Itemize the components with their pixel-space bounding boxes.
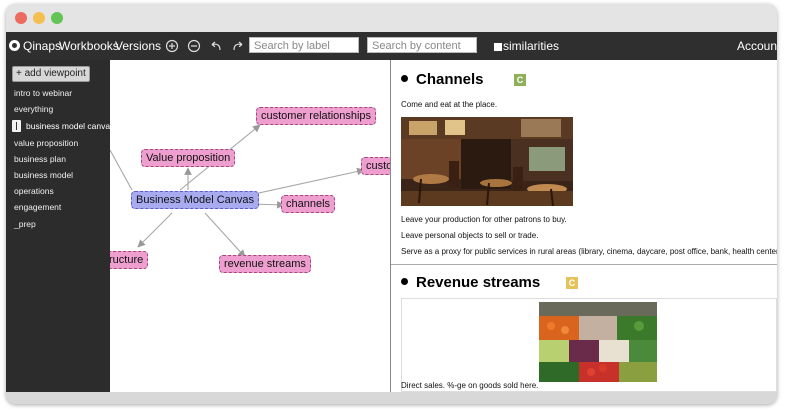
close-window-button[interactable]	[15, 12, 27, 24]
concept-graph-canvas[interactable]: customer relationships Value proposition…	[110, 60, 390, 392]
channels-c-badge[interactable]: C	[514, 74, 526, 86]
sidebar-item-everything[interactable]: everything	[14, 104, 54, 114]
brand-menu[interactable]: Qinaps	[23, 39, 62, 53]
sidebar-item-business-model-canvas[interactable]: business model canvas	[26, 121, 115, 131]
channels-paragraph-3: Leave personal objects to sell or trade.	[401, 231, 539, 240]
channels-paragraph-1: Come and eat at the place.	[401, 100, 498, 109]
zoom-window-button[interactable]	[51, 12, 63, 24]
edge-offscreen-left	[110, 149, 133, 191]
node-revenue-streams[interactable]: revenue streams	[219, 255, 311, 273]
sidebar-item-intro-to-webinar[interactable]: intro to webinar	[14, 88, 73, 98]
add-viewpoint-button[interactable]: + add viewpoint	[12, 66, 90, 82]
section-heading-channels: Channels	[401, 71, 484, 88]
node-infrastructure[interactable]: ructure	[110, 251, 149, 269]
document-pane: Channels C Come and eat at the place.	[391, 60, 777, 392]
section-heading-revenue-streams: Revenue streams	[401, 274, 540, 291]
search-by-content-input[interactable]: Search by content	[367, 37, 477, 53]
node-channels[interactable]: channels	[281, 195, 336, 213]
app-window: Qinaps Workbooks Versions Search by labe…	[6, 4, 777, 404]
revenue-c-badge[interactable]: C	[566, 277, 578, 289]
active-viewpoint-marker-icon	[12, 120, 21, 132]
minimize-window-button[interactable]	[33, 12, 45, 24]
sidebar-item-engagement[interactable]: engagement	[14, 202, 62, 212]
edge-infrastructure	[137, 212, 173, 248]
revenue-paragraph-1: Direct sales. %-ge on goods sold here.	[401, 381, 539, 390]
similarities-label: similarities	[503, 39, 560, 53]
node-customer-relationships[interactable]: customer relationships	[256, 107, 377, 125]
channels-paragraph-2: Leave your production for other patrons …	[401, 215, 567, 224]
account-menu[interactable]: Account	[737, 39, 777, 53]
vegetable-market-image	[539, 302, 657, 382]
title-bar	[6, 4, 777, 32]
sidebar-item-operations[interactable]: operations	[14, 186, 54, 196]
plus-circle-icon[interactable]	[165, 39, 179, 53]
redo-icon[interactable]	[231, 39, 245, 53]
minus-circle-icon[interactable]	[187, 39, 201, 53]
search-by-label-input[interactable]: Search by label	[249, 37, 359, 53]
edge-customers	[244, 167, 365, 197]
section-separator	[391, 264, 777, 265]
menu-bar: Qinaps Workbooks Versions Search by labe…	[6, 32, 777, 60]
edge-revenue-streams	[204, 212, 246, 258]
versions-menu[interactable]: Versions	[115, 39, 162, 53]
cafe-interior-image	[401, 117, 573, 206]
sidebar-item-business-model[interactable]: business model	[14, 170, 74, 180]
workbooks-menu[interactable]: Workbooks	[59, 39, 119, 53]
channels-paragraph-4: Serve as a proxy for public services in …	[401, 247, 777, 256]
node-business-model-canvas[interactable]: Business Model Canvas	[131, 191, 260, 209]
node-value-proposition[interactable]: Value proposition	[141, 149, 236, 167]
window-bottom-bar	[6, 392, 777, 404]
sidebar-item-prep[interactable]: _prep	[14, 219, 36, 229]
pane-divider[interactable]	[390, 60, 391, 392]
similarities-checkbox[interactable]	[493, 42, 503, 52]
sidebar-item-value-proposition[interactable]: value proposition	[14, 138, 79, 148]
qinaps-logo-icon	[9, 40, 20, 51]
sidebar-item-business-plan[interactable]: business plan	[14, 154, 66, 164]
node-customers[interactable]: custo	[361, 157, 390, 175]
undo-icon[interactable]	[209, 39, 223, 53]
viewpoint-sidebar: + add viewpoint intro to webinar everyth…	[6, 60, 114, 392]
